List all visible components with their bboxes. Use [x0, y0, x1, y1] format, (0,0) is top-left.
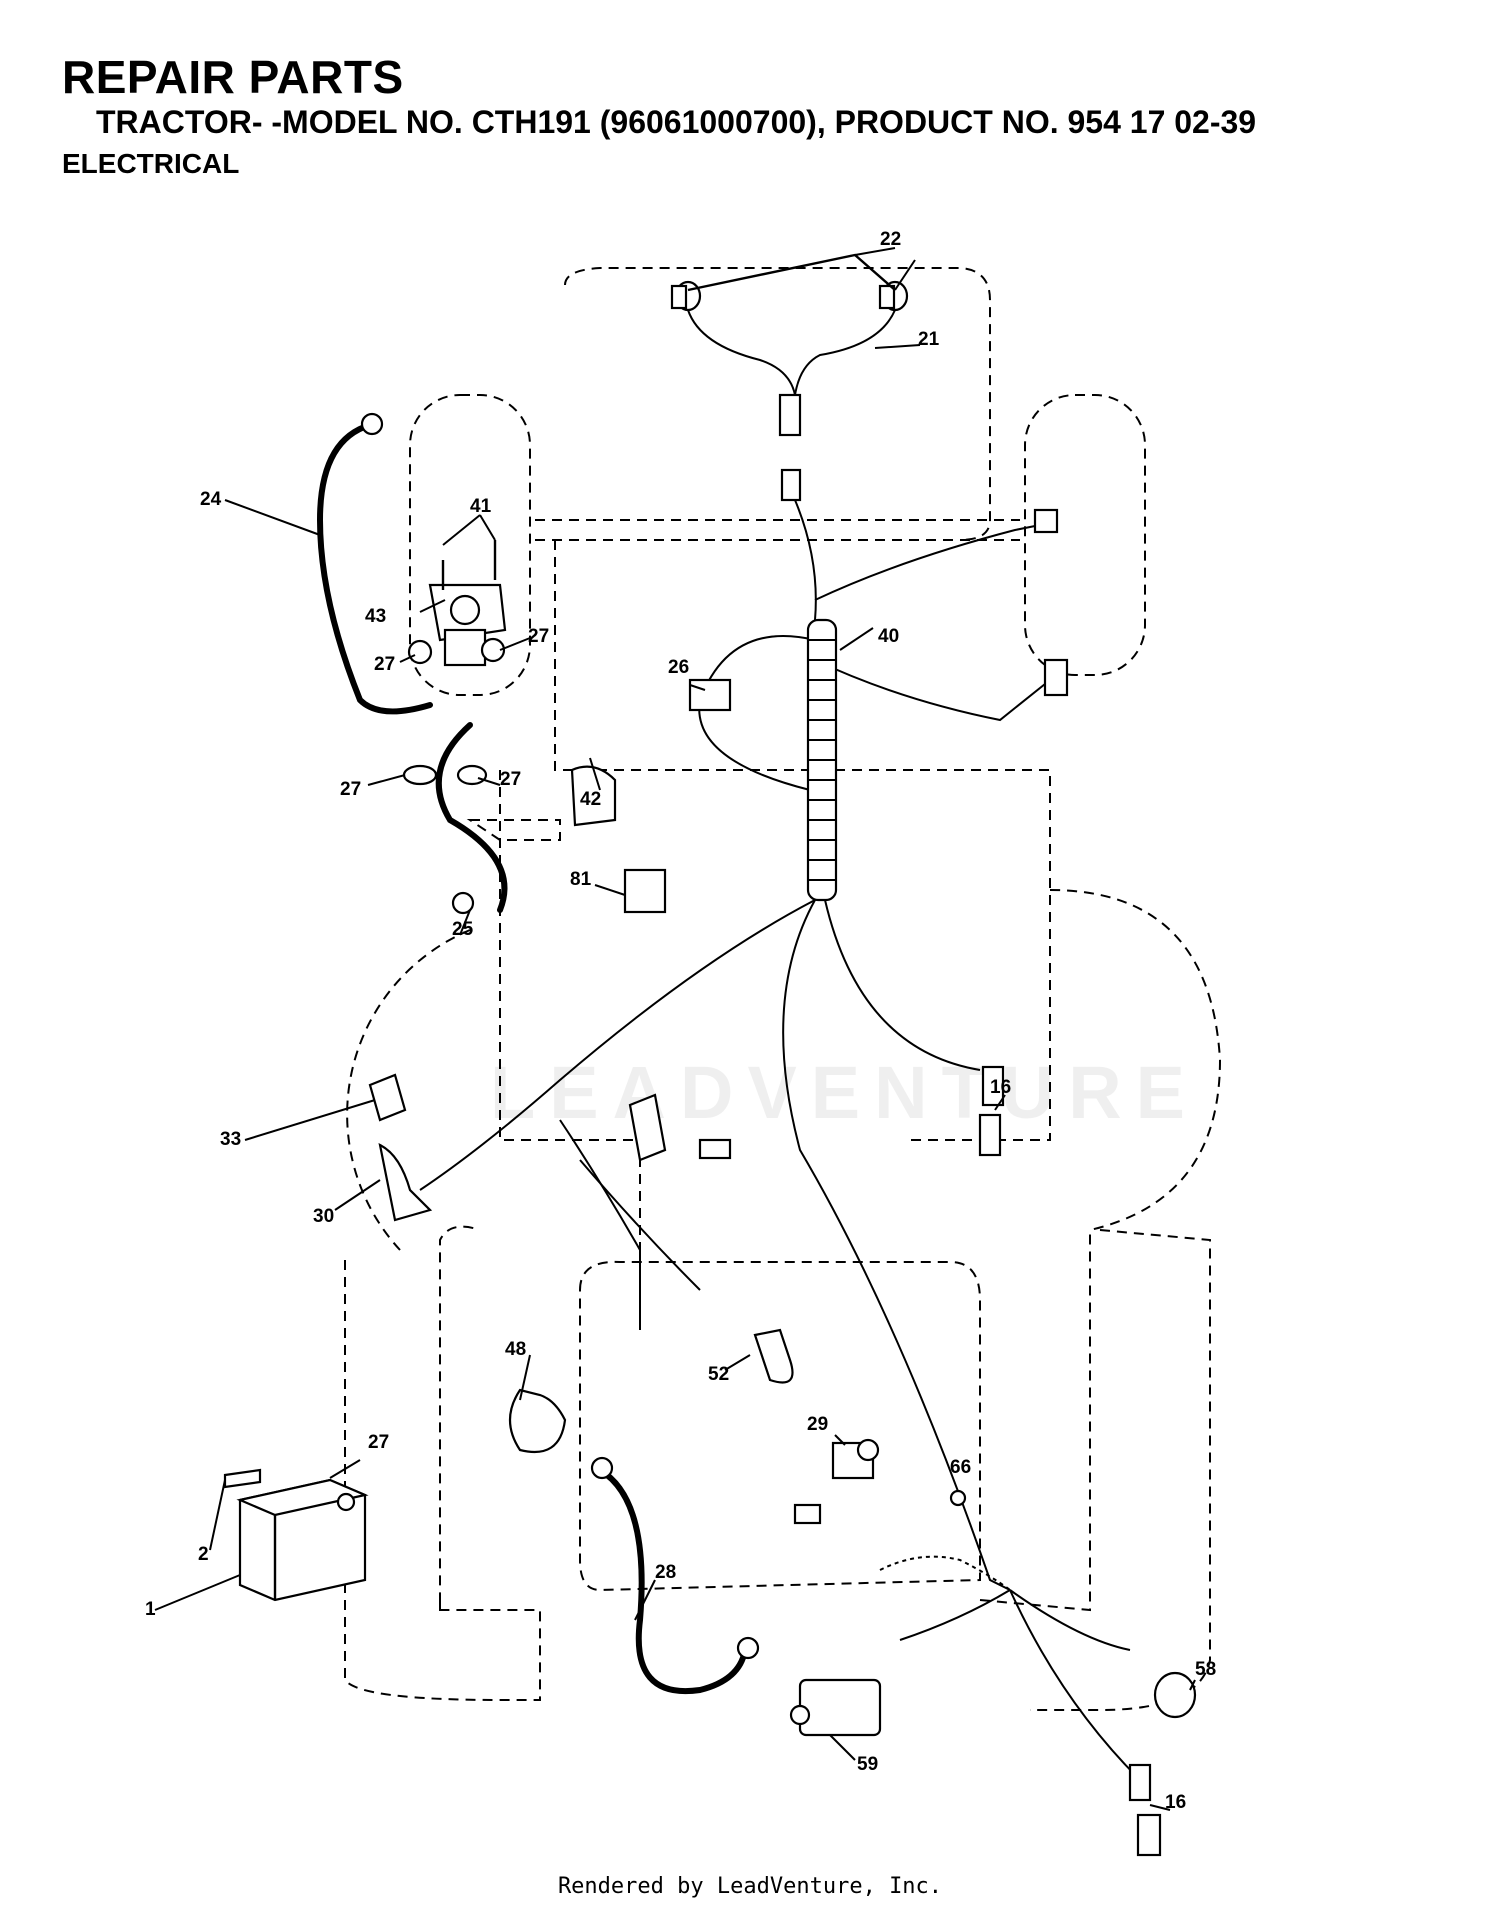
callout-27-d: 27 — [500, 769, 521, 790]
callout-27-c: 27 — [340, 779, 361, 800]
callout-81: 81 — [570, 869, 592, 890]
callout-2: 2 — [198, 1544, 209, 1565]
callout-22: 22 — [880, 229, 901, 250]
starter-solenoid — [402, 540, 507, 786]
callout-48: 48 — [505, 1339, 526, 1360]
page-title: REPAIR PARTS — [62, 51, 404, 103]
battery — [223, 1468, 369, 1602]
callout-1: 1 — [145, 1599, 156, 1620]
callout-41: 41 — [470, 496, 492, 517]
cables — [316, 412, 760, 1695]
callout-30: 30 — [313, 1206, 334, 1227]
callout-21: 21 — [918, 329, 940, 350]
leader-lines — [154, 247, 1196, 1811]
callout-27-b: 27 — [374, 654, 395, 675]
model-subtitle: TRACTOR- -MODEL NO. CTH191 (96061000700)… — [96, 104, 1257, 140]
callout-52: 52 — [708, 1364, 729, 1385]
callout-16-upper: 16 — [990, 1077, 1011, 1098]
callout-40: 40 — [878, 626, 899, 647]
callout-59: 59 — [857, 1754, 878, 1775]
callout-26: 26 — [668, 657, 689, 678]
callout-24: 24 — [200, 489, 222, 510]
callout-25: 25 — [452, 919, 474, 940]
callout-27-a: 27 — [528, 626, 549, 647]
harness-coil — [806, 618, 838, 902]
misc-parts — [368, 508, 1197, 1857]
watermark-logo: LEADVENTURE — [490, 1051, 1200, 1134]
callout-28: 28 — [655, 1562, 676, 1583]
callout-16-lower: 16 — [1165, 1792, 1186, 1813]
callout-43: 43 — [365, 606, 386, 627]
callout-33: 33 — [220, 1129, 241, 1150]
footer-credit: Rendered by LeadVenture, Inc. — [557, 1874, 943, 1899]
main-wire-harness — [419, 499, 1141, 1781]
callout-58: 58 — [1195, 1659, 1216, 1680]
callout-labels: 1 2 16 16 21 22 24 25 26 27 27 27 27 27 … — [145, 229, 1216, 1813]
tractor-outline — [344, 267, 1222, 1711]
callout-29: 29 — [807, 1414, 828, 1435]
callout-42: 42 — [580, 789, 601, 810]
callout-66: 66 — [950, 1457, 971, 1478]
section-title: ELECTRICAL — [62, 148, 240, 179]
headlight-assembly — [670, 253, 909, 502]
callout-27-e: 27 — [368, 1432, 389, 1453]
